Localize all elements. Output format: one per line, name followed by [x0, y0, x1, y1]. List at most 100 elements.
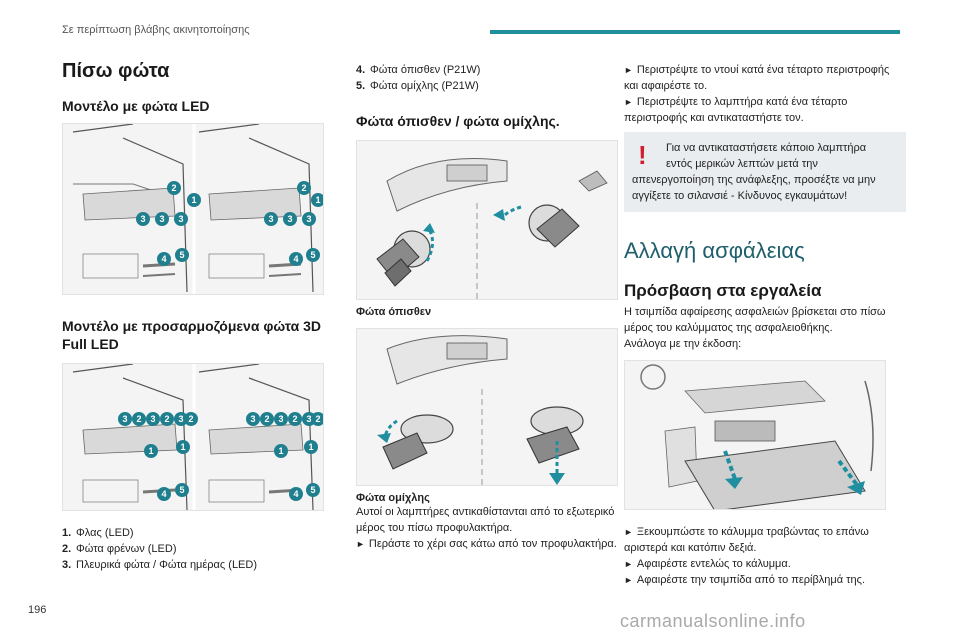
svg-text:2: 2 — [171, 183, 176, 193]
callout-badge: 4 — [157, 487, 171, 501]
callout-badge: 2 — [167, 181, 181, 195]
section-title-rear-lights: Πίσω φώτα — [62, 60, 170, 82]
step-hand-under-bumper: ►Περάστε το χέρι σας κάτω από τον προφυλ… — [356, 538, 617, 550]
svg-text:2: 2 — [292, 414, 297, 424]
svg-text:3: 3 — [140, 214, 145, 224]
svg-text:4: 4 — [161, 254, 166, 264]
para-replacement-access: Αυτοί οι λαμπτήρες αντικαθίστανται από τ… — [356, 506, 615, 534]
svg-text:5: 5 — [310, 250, 315, 260]
arrow-bullet-icon: ► — [624, 527, 633, 537]
svg-text:1: 1 — [191, 195, 196, 205]
callout-badge: 4 — [157, 252, 171, 266]
warning-icon: ! — [638, 140, 647, 170]
figure-full-led-rear-lights: 3 2 3 2 3 2 1 1 4 5 3 2 3 2 3 2 1 1 4 5 — [62, 363, 324, 511]
arrow-bullet-icon: ► — [356, 539, 365, 549]
callout-badge: 5 — [175, 483, 189, 497]
watermark: carmanualsonline.info — [620, 611, 806, 631]
callout-badge: 3 — [174, 212, 188, 226]
heading-full-led-model: Μοντέλο με προσαρμοζόμενα φώτα 3D Full L… — [62, 317, 322, 353]
svg-text:3: 3 — [150, 414, 155, 424]
figure-led-rear-lights: 2 1 3 3 3 4 5 2 1 3 3 3 4 5 — [62, 123, 324, 295]
callout-badge: 3 — [302, 212, 316, 226]
arrow-bullet-icon: ► — [624, 97, 633, 107]
caption-reverse-light: Φώτα όπισθεν — [356, 306, 432, 318]
list-item: 3.Πλευρικά φώτα / Φώτα ημέρας (LED) — [62, 559, 258, 571]
callout-badge: 3 — [283, 212, 297, 226]
callout-badge: 3 — [274, 412, 288, 426]
svg-text:2: 2 — [301, 183, 306, 193]
svg-text:5: 5 — [179, 485, 184, 495]
svg-text:3: 3 — [159, 214, 164, 224]
callout-badge: 2 — [260, 412, 274, 426]
callout-badge: 3 — [136, 212, 150, 226]
callout-badge: 5 — [306, 248, 320, 262]
column-reverse-fog: 4.Φώτα όπισθεν (P21W) 5.Φώτα ομίχλης (P2… — [356, 62, 618, 552]
warning-box: ! Για να αντικαταστήσετε κάποιο λαμπτήρα… — [624, 132, 906, 212]
legend-list-1: 1.Φλας (LED) 2.Φώτα φρένων (LED) 3.Πλευρ… — [62, 525, 322, 573]
step-rotate-socket: ►Περιστρέψτε το ντουί κατά ένα τέταρτο π… — [624, 64, 890, 92]
callout-badge: 2 — [311, 412, 323, 426]
svg-text:3: 3 — [250, 414, 255, 424]
callout-badge: 3 — [155, 212, 169, 226]
callout-badge: 1 — [304, 440, 318, 454]
list-item: 4.Φώτα όπισθεν (P21W) — [356, 64, 481, 76]
svg-text:4: 4 — [161, 489, 166, 499]
heading-full-led-line1: Μοντέλο με προσαρμοζόμενα φώτα 3D — [62, 318, 322, 334]
arrow-bullet-icon: ► — [624, 575, 633, 585]
callout-badge: 3 — [174, 412, 188, 426]
heading-led-model: Μοντέλο με φώτα LED — [62, 98, 210, 114]
callout-badge: 1 — [187, 193, 201, 207]
svg-text:2: 2 — [136, 414, 141, 424]
figure-reverse-light-bulb — [356, 140, 618, 300]
step-remove-cover: ►Αφαιρέστε εντελώς το κάλυμμα. — [624, 558, 791, 570]
svg-text:4: 4 — [293, 254, 298, 264]
page-number: 196 — [28, 604, 47, 616]
svg-text:3: 3 — [306, 414, 311, 424]
list-item: 5.Φώτα ομίχλης (P21W) — [356, 80, 479, 92]
warning-line: απενεργοποίηση της ανάφλεξης, προσέξτε ν… — [632, 174, 876, 186]
callout-badge: 5 — [175, 248, 189, 262]
callout-badge: 3 — [264, 212, 278, 226]
arrow-bullet-icon: ► — [624, 65, 633, 75]
legend-list-2: 4.Φώτα όπισθεν (P21W) 5.Φώτα ομίχλης (P2… — [356, 62, 618, 94]
svg-text:5: 5 — [310, 485, 315, 495]
svg-text:1: 1 — [148, 446, 153, 456]
warning-line: εντός μερικών λεπτών μετά την — [666, 158, 818, 170]
svg-text:3: 3 — [306, 214, 311, 224]
para-tools-location: Η τσιμπίδα αφαίρεσης ασφαλειών βρίσκεται… — [624, 306, 886, 350]
step-unclip-cover: ►Ξεκουμπώστε το κάλυμμα τραβώντας το επά… — [624, 526, 869, 554]
caption-fog-light: Φώτα ομίχλης — [356, 492, 430, 504]
running-header: Σε περίπτωση βλάβης ακινητοποίησης — [62, 24, 250, 36]
svg-text:2: 2 — [264, 414, 269, 424]
svg-text:3: 3 — [268, 214, 273, 224]
callout-badge: 2 — [184, 412, 198, 426]
callout-badge: 4 — [289, 252, 303, 266]
column-fuses: ►Περιστρέψτε το ντουί κατά ένα τέταρτο π… — [624, 62, 906, 588]
callout-badge: 5 — [306, 483, 320, 497]
callout-badge: 3 — [146, 412, 160, 426]
callout-badge: 1 — [176, 440, 190, 454]
heading-full-led-line2: Full LED — [62, 336, 119, 352]
callout-badge: 2 — [288, 412, 302, 426]
callout-badge: 3 — [118, 412, 132, 426]
svg-text:2: 2 — [315, 414, 320, 424]
warning-line: Για να αντικαταστήσετε κάποιο λαμπτήρα — [666, 142, 867, 154]
heading-tools-access: Πρόσβαση στα εργαλεία — [624, 281, 822, 300]
list-item: 2.Φώτα φρένων (LED) — [62, 543, 177, 555]
svg-text:4: 4 — [293, 489, 298, 499]
callout-badge: 4 — [289, 487, 303, 501]
svg-text:2: 2 — [188, 414, 193, 424]
list-item: 1.Φλας (LED) — [62, 527, 134, 539]
svg-text:5: 5 — [179, 250, 184, 260]
callout-badge: 1 — [311, 193, 323, 207]
column-rear-lights: Πίσω φώτα Μοντέλο με φώτα LED 2 1 3 3 3 … — [62, 58, 324, 573]
heading-reverse-fog: Φώτα όπισθεν / φώτα ομίχλης. — [356, 113, 560, 129]
callout-badge: 1 — [144, 444, 158, 458]
header-accent-bar — [490, 30, 900, 34]
step-remove-tweezers: ►Αφαιρέστε την τσιμπίδα από το περίβλημά… — [624, 574, 865, 586]
svg-text:3: 3 — [178, 214, 183, 224]
svg-text:1: 1 — [278, 446, 283, 456]
svg-text:3: 3 — [287, 214, 292, 224]
svg-text:2: 2 — [164, 414, 169, 424]
callout-badge: 2 — [297, 181, 311, 195]
